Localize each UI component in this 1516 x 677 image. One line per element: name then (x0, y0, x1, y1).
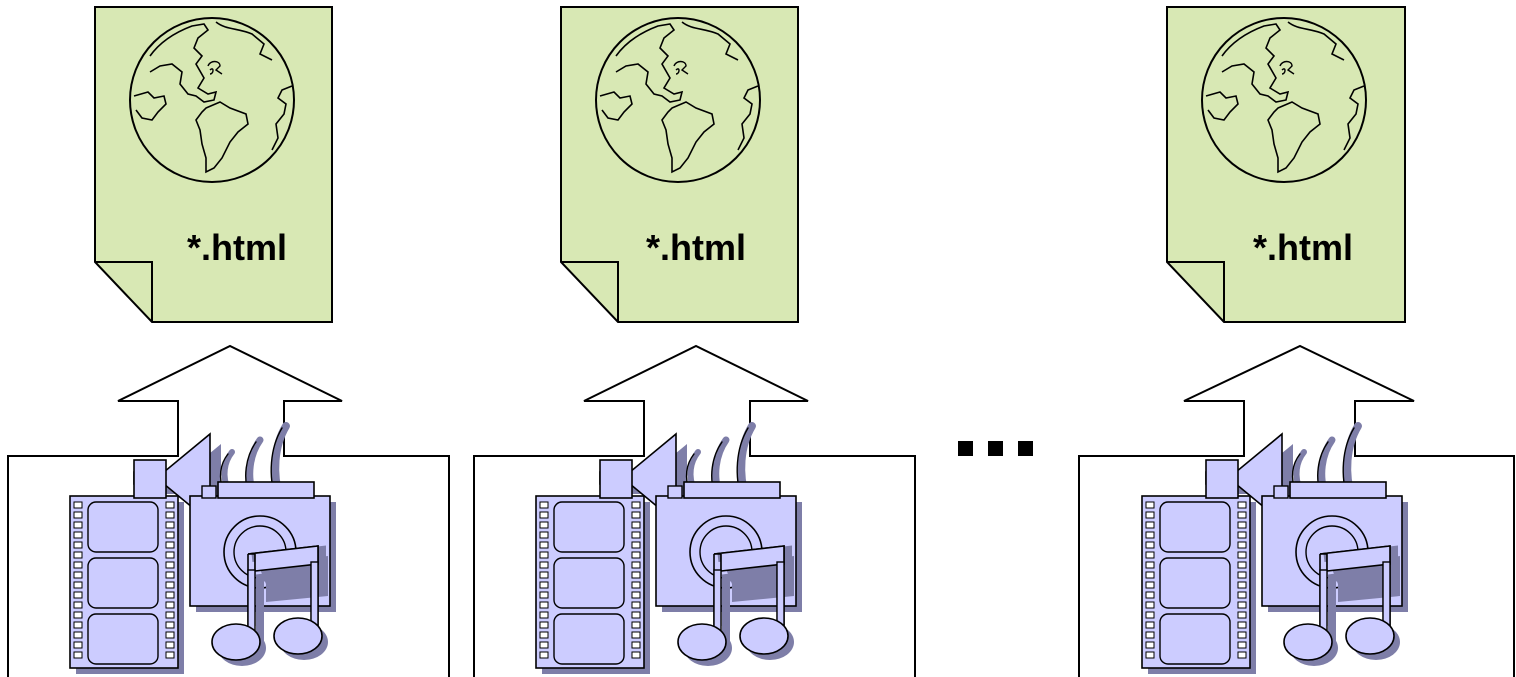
media-sources-icon (70, 426, 336, 674)
html-document-3: *.html (1166, 6, 1406, 323)
html-document-1: *.html (94, 6, 333, 323)
html-document-2: *.html (560, 6, 799, 323)
column-2: *.html (473, 6, 916, 677)
ellipsis-dot (958, 441, 973, 456)
document-label: *.html (187, 227, 287, 268)
media-sources-icon (1142, 426, 1408, 674)
document-label: *.html (646, 227, 746, 268)
column-1: *.html (7, 6, 450, 677)
up-arrow-outline (473, 344, 916, 677)
column-3: *.html (1078, 6, 1515, 677)
ellipsis-dot (1018, 441, 1033, 456)
ellipsis-dot (988, 441, 1003, 456)
up-arrow-outline (7, 344, 450, 677)
up-arrow-outline (1078, 344, 1515, 677)
document-label: *.html (1253, 227, 1353, 268)
media-sources-icon (536, 426, 802, 674)
ellipsis (958, 441, 1033, 456)
